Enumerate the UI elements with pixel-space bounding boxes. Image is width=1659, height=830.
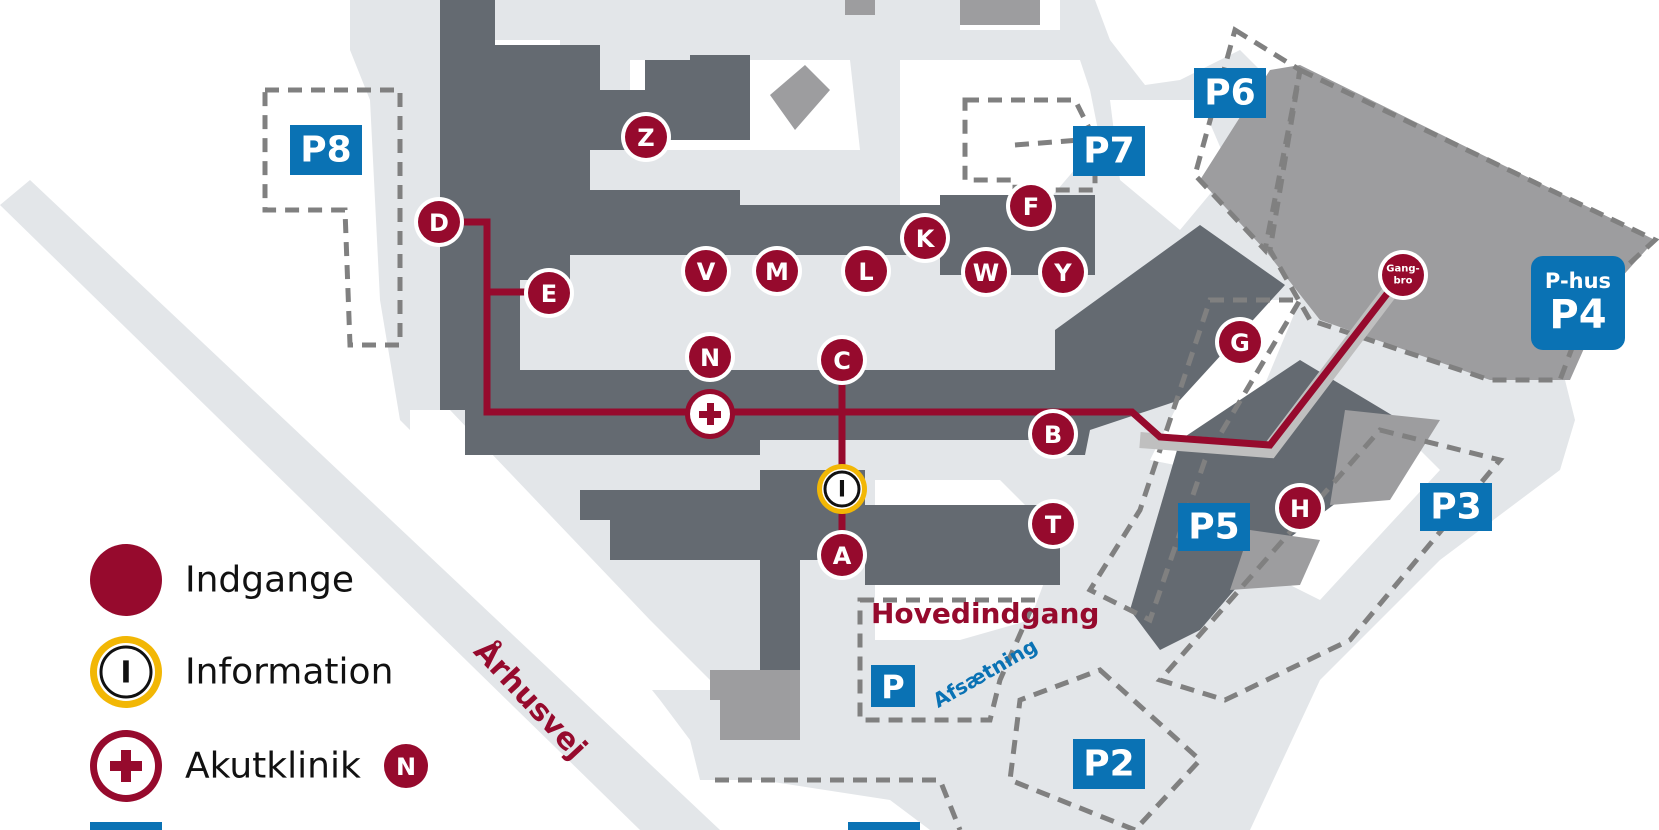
- svg-text:P4: P4: [1549, 292, 1606, 338]
- svg-text:W: W: [973, 259, 999, 287]
- svg-text:P3: P3: [1430, 487, 1481, 528]
- entrance-y[interactable]: Y: [1038, 247, 1088, 297]
- parking-p3-sign[interactable]: P3: [1420, 483, 1492, 531]
- svg-text:M: M: [765, 258, 789, 286]
- parking-signs: P8 P7 P6 P-hus P4 P5 P3 P2: [290, 68, 1625, 830]
- svg-text:I: I: [838, 478, 846, 503]
- svg-text:A: A: [833, 542, 852, 570]
- svg-text:P-hus: P-hus: [1545, 269, 1611, 293]
- svg-text:N: N: [396, 753, 416, 781]
- svg-text:Z: Z: [637, 124, 654, 152]
- emergency-marker[interactable]: [685, 389, 735, 439]
- entrance-m[interactable]: M: [752, 246, 802, 296]
- entrance-z[interactable]: Z: [621, 112, 671, 162]
- entrance-n[interactable]: N: [685, 332, 735, 382]
- svg-text:P6: P6: [1204, 73, 1255, 114]
- parking-lot-outlines: [262, 26, 1659, 830]
- entrance-g[interactable]: G: [1215, 317, 1265, 367]
- legend-parking-icon: [90, 822, 162, 830]
- svg-text:V: V: [697, 258, 716, 286]
- parking-p7-sign[interactable]: P7: [1073, 126, 1145, 176]
- entrance-h[interactable]: H: [1275, 483, 1325, 533]
- gangbro-marker[interactable]: Gang- bro: [1378, 250, 1428, 300]
- legend-emergency-icon: [90, 730, 162, 802]
- information-marker[interactable]: I: [817, 464, 867, 514]
- svg-text:I: I: [120, 656, 131, 691]
- svg-text:L: L: [858, 258, 873, 286]
- entrance-e[interactable]: E: [524, 268, 574, 318]
- legend-emergency-label: Akutklinik: [185, 746, 361, 787]
- parking-p4-sign[interactable]: P-hus P4: [1531, 256, 1625, 350]
- svg-text:C: C: [833, 347, 851, 375]
- entrance-b[interactable]: B: [1028, 409, 1078, 459]
- gangbro-label-2: bro: [1394, 276, 1413, 287]
- svg-text:N: N: [700, 344, 720, 372]
- entrance-a[interactable]: A: [817, 530, 867, 580]
- parking-p8-sign[interactable]: P8: [290, 125, 362, 175]
- gangbro-label-1: Gang-: [1386, 264, 1419, 275]
- legend-information-icon: I: [90, 636, 162, 708]
- svg-text:P5: P5: [1188, 507, 1239, 548]
- parking-p6-sign[interactable]: P6: [1194, 68, 1266, 118]
- svg-text:B: B: [1044, 421, 1062, 449]
- entrance-d[interactable]: D: [414, 197, 464, 247]
- svg-text:P2: P2: [1083, 744, 1134, 785]
- main-entrance-label: Hovedindgang: [871, 597, 1099, 630]
- legend-emergency-badge: N: [384, 744, 428, 788]
- svg-text:F: F: [1023, 193, 1039, 221]
- legend-entrance-icon: [90, 544, 162, 616]
- svg-text:D: D: [429, 209, 449, 237]
- svg-text:T: T: [1045, 511, 1062, 539]
- corridor-route: [440, 218, 1393, 449]
- svg-text:P7: P7: [1083, 131, 1134, 172]
- entrance-f[interactable]: F: [1006, 181, 1056, 231]
- parking-p5-sign[interactable]: P5: [1178, 503, 1250, 551]
- legend-information-label: Information: [185, 652, 393, 693]
- dropoff-parking-icon: [871, 665, 915, 707]
- entrance-k[interactable]: K: [900, 213, 950, 263]
- svg-text:E: E: [541, 280, 557, 308]
- svg-text:G: G: [1230, 329, 1250, 357]
- parking-p1-sign[interactable]: [848, 822, 920, 830]
- legend-entrances-label: Indgange: [185, 560, 354, 601]
- svg-text:K: K: [916, 225, 936, 253]
- svg-text:H: H: [1290, 495, 1310, 523]
- entrance-markers: Z D E V M L K F W Y N C G B T A H Gang- …: [414, 112, 1428, 580]
- entrance-v[interactable]: V: [681, 246, 731, 296]
- svg-text:Y: Y: [1053, 259, 1072, 287]
- entrance-t[interactable]: T: [1028, 499, 1078, 549]
- svg-text:P8: P8: [300, 130, 351, 171]
- entrance-c[interactable]: C: [817, 335, 867, 385]
- entrance-w[interactable]: W: [961, 247, 1011, 297]
- parking-p2-sign[interactable]: P2: [1073, 739, 1145, 789]
- legend: Indgange I Information Akutklinik N: [90, 544, 428, 830]
- entrance-l[interactable]: L: [841, 246, 891, 296]
- dropoff-parking-letter: P: [881, 668, 904, 706]
